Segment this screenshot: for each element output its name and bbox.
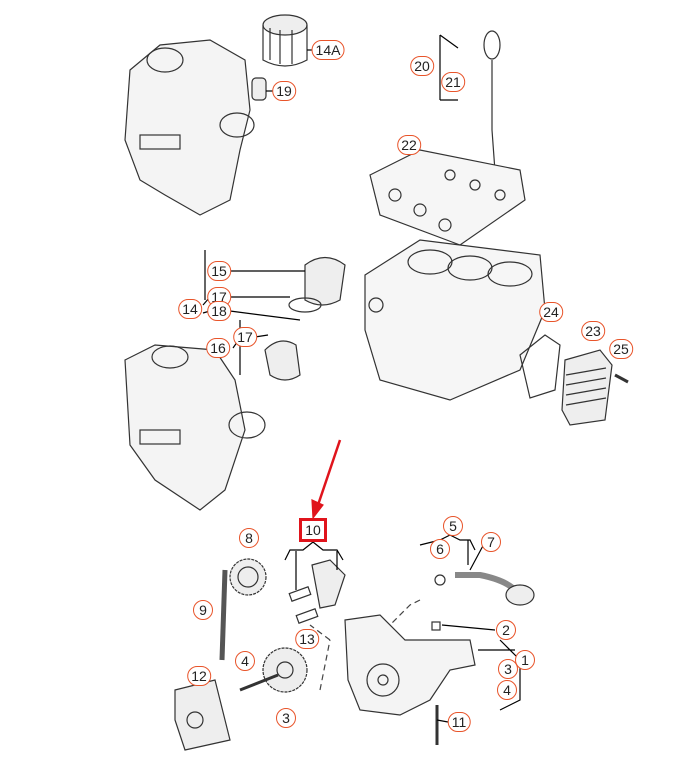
callout-part-22[interactable]: 22	[397, 135, 421, 155]
callout-part-23[interactable]: 23	[581, 321, 605, 341]
callout-part-2[interactable]: 2	[496, 620, 516, 640]
part-2	[431, 621, 441, 631]
oil-cooler	[561, 349, 613, 426]
bolt-4	[239, 673, 279, 692]
sprocket-8	[229, 558, 267, 596]
callout-part-18[interactable]: 18	[207, 301, 231, 321]
oil-pump	[344, 614, 476, 716]
suction-pipe	[434, 572, 535, 606]
callout-part-11[interactable]: 11	[447, 712, 471, 732]
oil-cooler-gasket	[519, 334, 561, 399]
callout-part-20[interactable]: 20	[410, 56, 434, 76]
callout-part-24[interactable]: 24	[539, 302, 563, 322]
timing-chain-9	[219, 569, 228, 661]
callout-part-12[interactable]: 12	[187, 666, 211, 686]
callout-part-1[interactable]: 1	[515, 650, 535, 670]
callout-part-3[interactable]: 3	[276, 708, 296, 728]
filter-element-16	[264, 340, 301, 381]
highlight-arrow	[311, 439, 342, 520]
callout-part-5[interactable]: 5	[443, 516, 463, 536]
callout-part-9[interactable]: 9	[193, 600, 213, 620]
callout-part-7[interactable]: 7	[481, 532, 501, 552]
oil-filter-housing-middle	[124, 344, 266, 511]
callout-part-10[interactable]: 10	[299, 518, 327, 542]
cover-12	[174, 679, 231, 751]
callout-part-14[interactable]: 14	[178, 299, 202, 319]
callout-part-3[interactable]: 3	[498, 659, 518, 679]
callout-part-14a[interactable]: 14A	[311, 40, 345, 60]
callout-part-19[interactable]: 19	[272, 81, 296, 101]
oil-filter-14a	[262, 14, 308, 67]
callout-part-8[interactable]: 8	[239, 528, 259, 548]
o-ring-18	[288, 297, 322, 313]
callout-part-6[interactable]: 6	[430, 539, 450, 559]
part-19	[251, 77, 267, 101]
oil-filter-housing-top	[124, 39, 255, 216]
chain-tensioner-10	[284, 541, 346, 624]
callout-part-21[interactable]: 21	[441, 72, 465, 92]
callout-part-16[interactable]: 16	[206, 338, 230, 358]
callout-part-13[interactable]: 13	[295, 629, 319, 649]
engine-block	[364, 239, 546, 401]
callout-part-25[interactable]: 25	[609, 339, 633, 359]
sprocket-3	[262, 647, 308, 693]
callout-part-4[interactable]: 4	[235, 651, 255, 671]
callout-part-4[interactable]: 4	[497, 680, 517, 700]
cylinder-head-cover	[369, 149, 526, 246]
callout-part-17[interactable]: 17	[233, 327, 257, 347]
filter-cap-15	[304, 256, 346, 306]
callout-part-15[interactable]: 15	[207, 261, 231, 281]
